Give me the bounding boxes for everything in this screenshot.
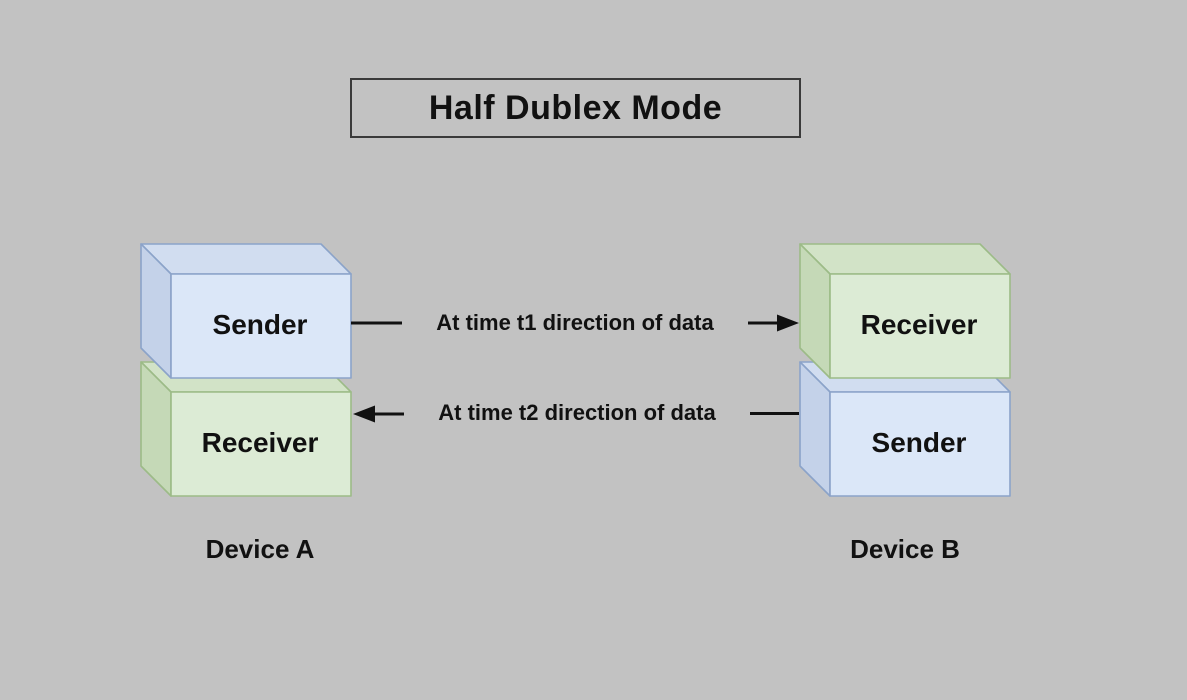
device-b-sender-label: Sender	[871, 427, 967, 458]
arrow-t1-label: At time t1 direction of data	[436, 310, 714, 335]
cube-front-face	[829, 273, 1011, 379]
device-a-caption: Device A	[205, 534, 315, 564]
cube-shape	[799, 243, 1011, 379]
device-b-receiver-label: Receiver	[860, 309, 978, 340]
diagram-title-box: Half Dublex Mode	[350, 78, 801, 138]
device-b-caption: Device B	[850, 534, 960, 564]
cube-front-face	[829, 391, 1011, 497]
cube-front-face	[170, 391, 352, 497]
device-a-sender-label: Sender	[212, 309, 308, 340]
cube-front-face	[170, 273, 352, 379]
device-a-receiver-label: Receiver	[201, 427, 319, 458]
arrow-t2-label: At time t2 direction of data	[438, 400, 716, 425]
diagram-title: Half Dublex Mode	[428, 88, 723, 127]
device-b-receiver-box: Receiver	[799, 243, 1011, 379]
cube-top-face	[799, 243, 1011, 275]
cube-top-face	[140, 243, 352, 275]
arrowhead-right-icon	[777, 314, 799, 332]
device-a-receiver-box: Receiver	[140, 361, 352, 497]
cube-shape	[140, 243, 352, 379]
arrowhead-left-icon	[353, 405, 375, 423]
device-a-sender-box: Sender	[140, 243, 352, 379]
device-b-sender-box: Sender	[799, 361, 1011, 497]
